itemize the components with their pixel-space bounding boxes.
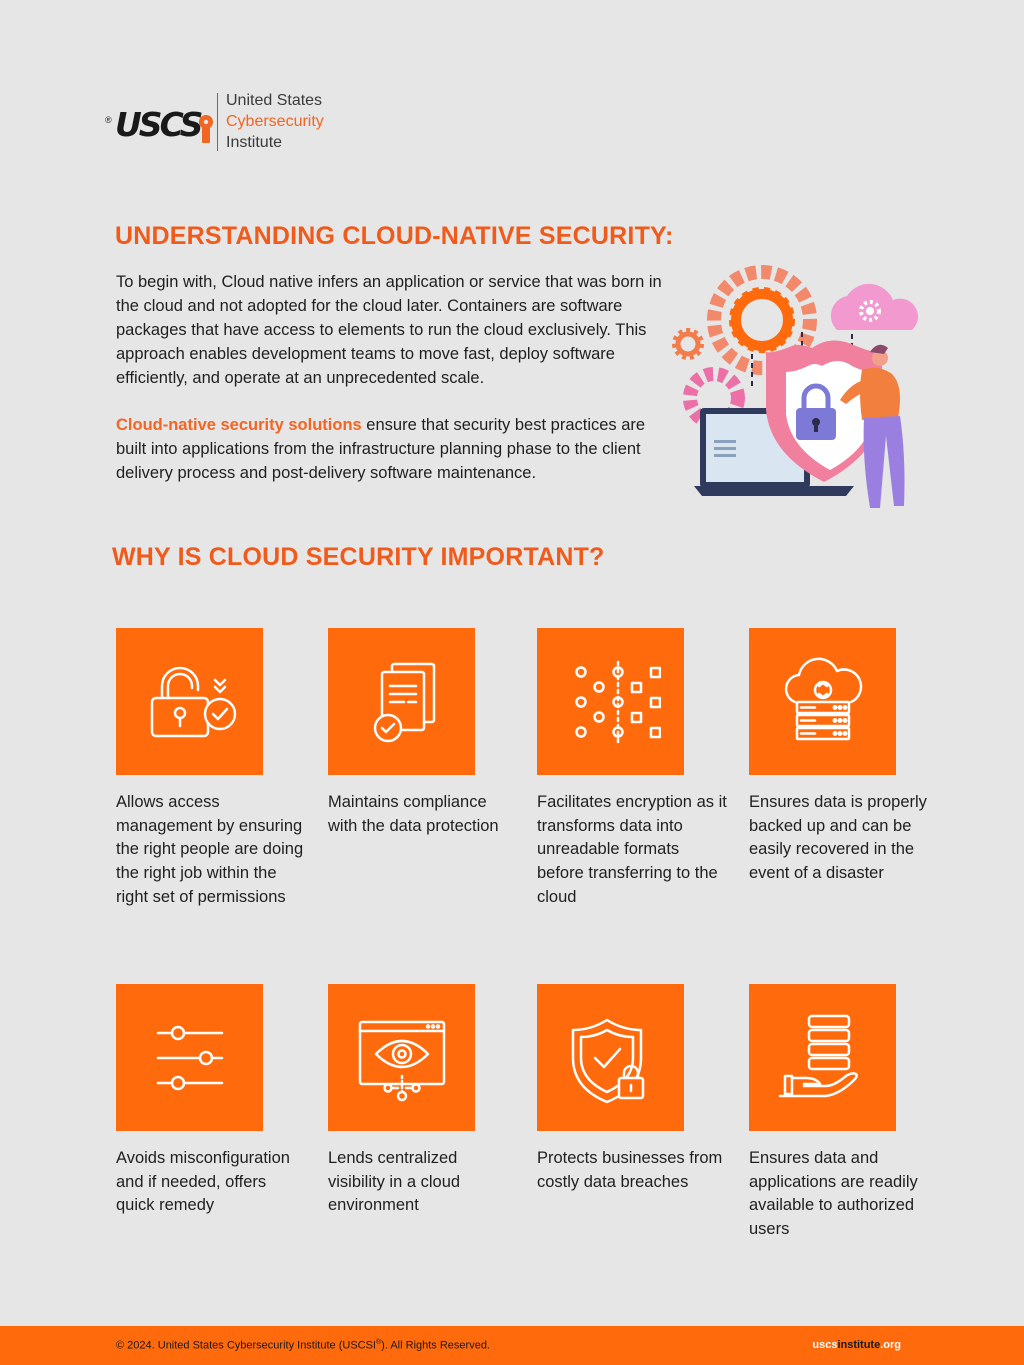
copyright-text: © 2024. United States Cybersecurity Inst… — [116, 1339, 376, 1352]
card-backup: Ensures data is properly backed up and c… — [749, 628, 939, 886]
footer: © 2024. United States Cybersecurity Inst… — [0, 1326, 1024, 1365]
intro-paragraph-2-text: ensure that security best practices are … — [116, 416, 646, 482]
shield-lock-icon — [571, 1018, 644, 1103]
logo-reg-mark: ® — [105, 114, 112, 125]
cloud-native-solutions-link[interactable]: Cloud-native security solutions — [116, 416, 362, 434]
card-compliance: Maintains compliance with the data prote… — [328, 628, 518, 838]
card-text: Ensures data is properly backed up and c… — [749, 793, 927, 883]
eye-monitor-icon — [358, 1020, 445, 1101]
logo-divider — [217, 92, 218, 151]
intro-paragraph-1: To begin with, Cloud native infers an ap… — [116, 273, 662, 387]
logo-wordmark: USCS — [115, 104, 203, 144]
logo-line-2: Cybersecurity — [226, 113, 324, 130]
card-icon-tile — [749, 628, 896, 775]
card-breaches: Protects businesses from costly data bre… — [537, 984, 727, 1194]
card-icon-tile — [537, 984, 684, 1131]
card-access-management: Allows access management by ensuring the… — [116, 628, 306, 910]
hand-database-icon — [778, 1014, 858, 1097]
section2-title: WHY IS CLOUD SECURITY IMPORTANT? — [112, 543, 605, 571]
logo-line-3: Institute — [226, 134, 283, 151]
cloud-security-illustration — [672, 265, 919, 508]
card-misconfiguration: Avoids misconfiguration and if needed, o… — [116, 984, 306, 1218]
card-encryption: Facilitates encryption as it transforms … — [537, 628, 727, 910]
padlock-check-icon — [150, 666, 236, 737]
card-text: Allows access management by ensuring the… — [116, 793, 304, 906]
cloud-backup-server-icon — [784, 657, 862, 740]
keyhole-icon — [199, 114, 213, 143]
intro-paragraph-2: Cloud-native security solutions ensure t… — [116, 413, 676, 485]
intro-text: To begin with, Cloud native infers an ap… — [116, 270, 676, 485]
logo-mark: ® USCS — [105, 99, 213, 145]
card-icon-tile — [537, 628, 684, 775]
card-icon-tile — [116, 984, 263, 1131]
logo-line-1: United States — [226, 92, 323, 109]
encryption-pattern-icon — [574, 660, 661, 743]
card-text: Facilitates encryption as it transforms … — [537, 793, 727, 906]
sliders-settings-icon — [156, 1025, 223, 1090]
document-check-icon — [373, 662, 435, 742]
card-icon-tile — [749, 984, 896, 1131]
section1-title: UNDERSTANDING CLOUD-NATIVE SECURITY: — [115, 222, 674, 250]
card-availability: Ensures data and applications are readil… — [749, 984, 939, 1242]
card-text: Maintains compliance with the data prote… — [328, 793, 499, 835]
copyright-reg: ® — [376, 1339, 382, 1346]
card-text: Avoids misconfiguration and if needed, o… — [116, 1149, 290, 1215]
brand-logo: ® USCS United States Cybersecurity Insti… — [105, 90, 324, 153]
card-icon-tile — [328, 628, 475, 775]
card-text: Protects businesses from costly data bre… — [537, 1149, 723, 1191]
site-part-3: .org — [880, 1339, 901, 1351]
card-icon-tile — [116, 628, 263, 775]
footer-copyright: © 2024. United States Cybersecurity Inst… — [116, 1339, 490, 1352]
card-icon-tile — [328, 984, 475, 1131]
site-part-2: institute — [837, 1339, 881, 1351]
copyright-text-end: ). All Rights Reserved. — [381, 1339, 490, 1352]
footer-website-link[interactable]: uscsinstitute.org — [812, 1339, 901, 1351]
card-visibility: Lends centralized visibility in a cloud … — [328, 984, 518, 1218]
logo-text: United States Cybersecurity Institute — [226, 90, 324, 153]
card-text: Lends centralized visibility in a cloud … — [328, 1149, 461, 1215]
card-text: Ensures data and applications are readil… — [749, 1149, 918, 1239]
site-part-1: uscs — [812, 1339, 838, 1351]
